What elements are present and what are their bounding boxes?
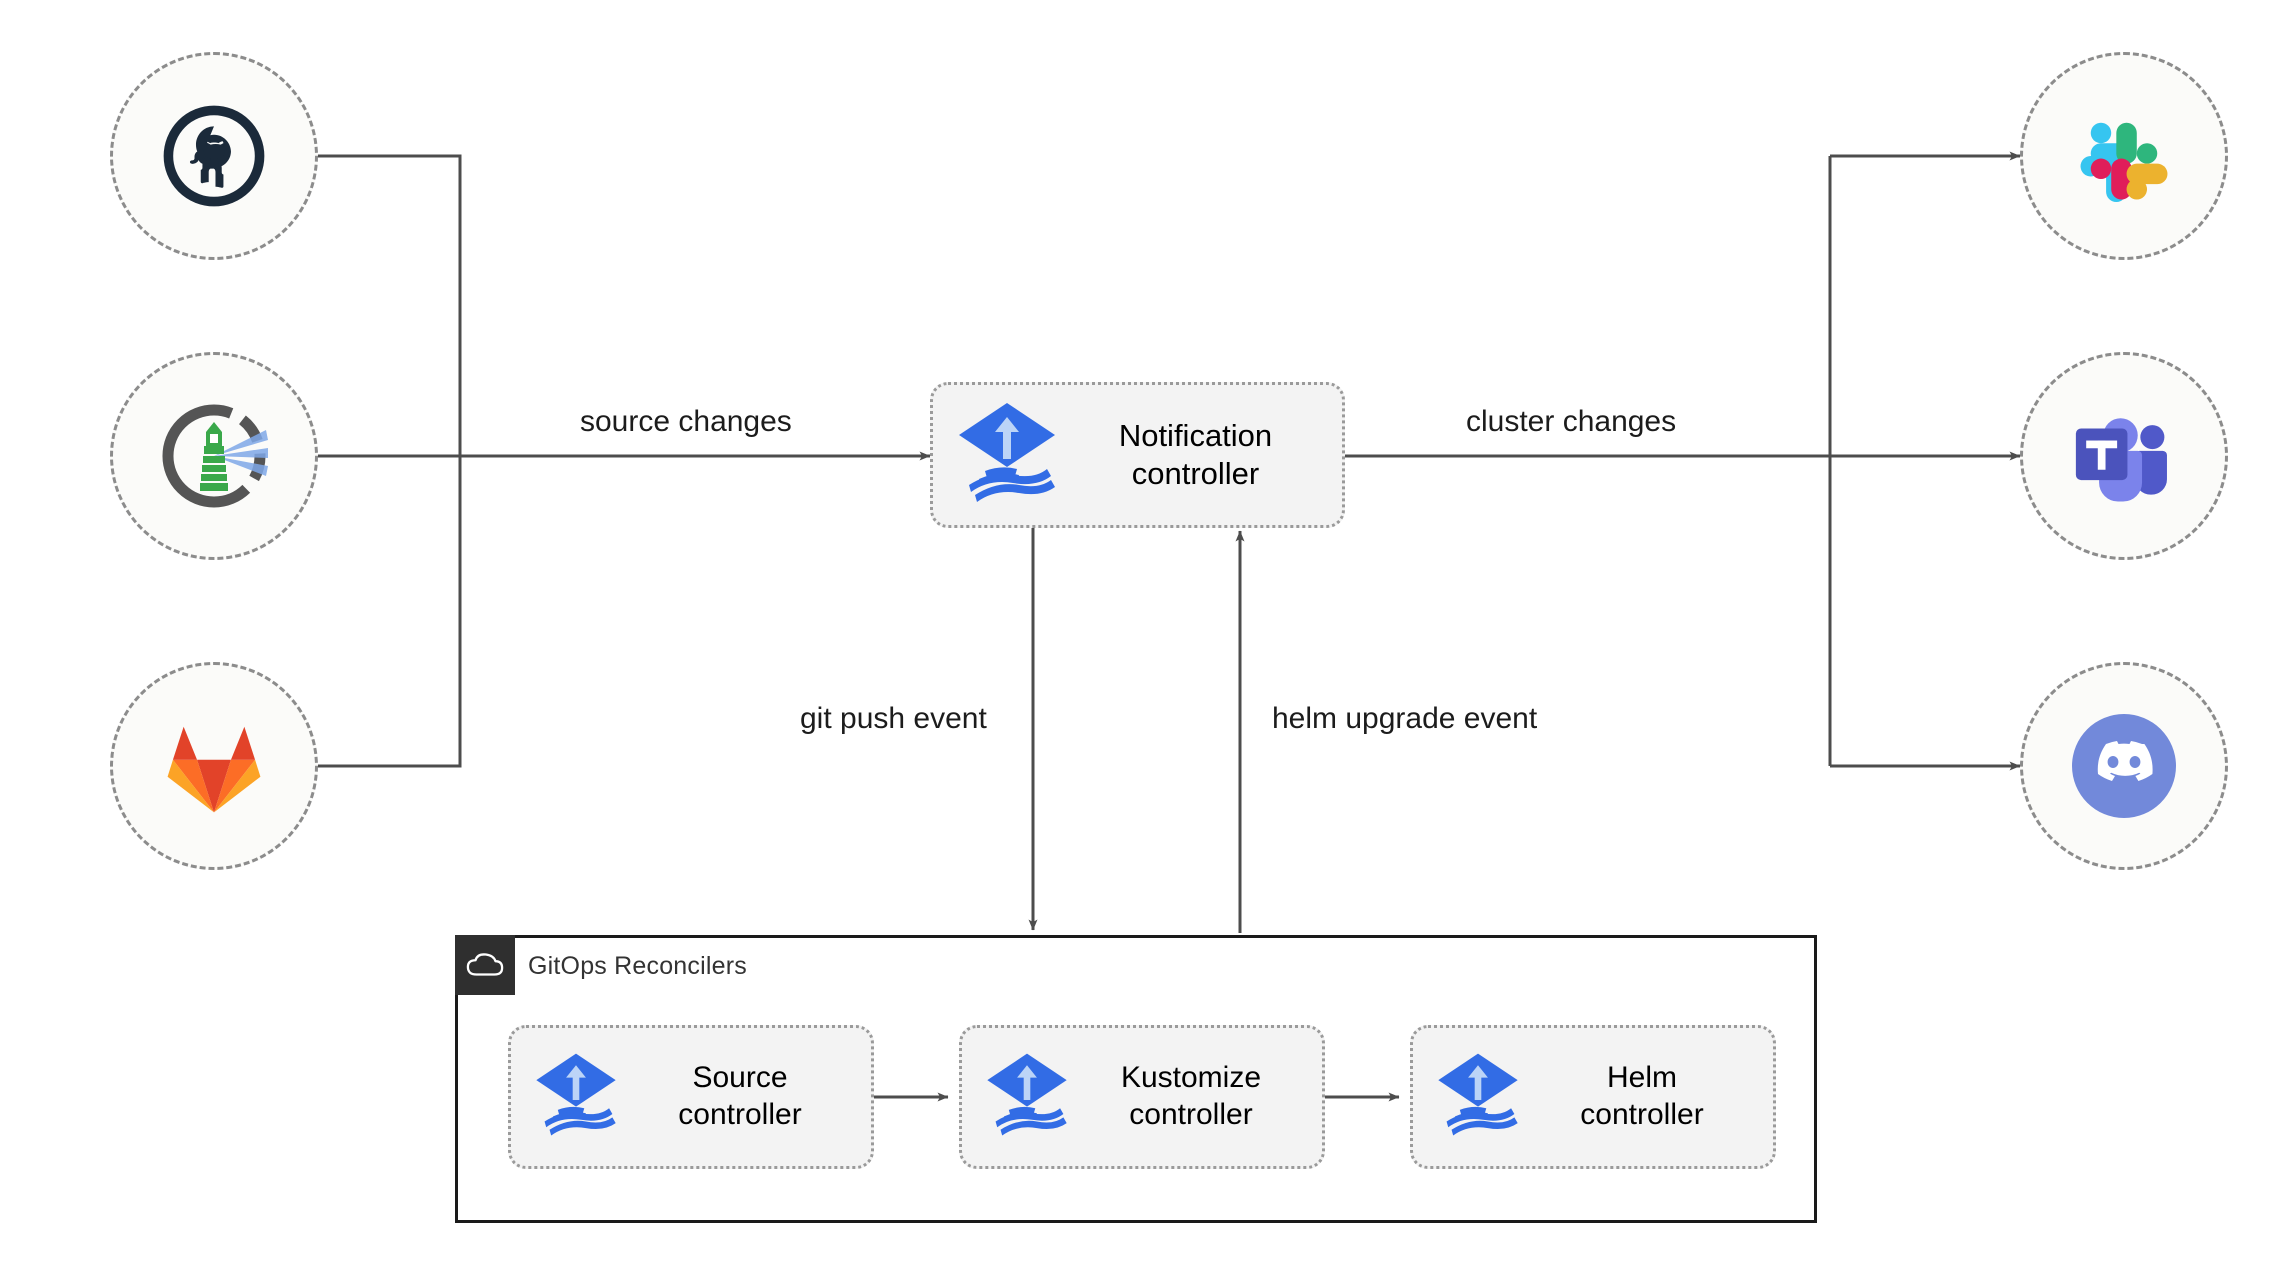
edge-label-source-changes: source changes	[580, 405, 792, 438]
kustomize-controller-card[interactable]: Kustomize controller	[959, 1025, 1325, 1169]
source-node-flux[interactable]	[110, 352, 318, 560]
notification-controller-card[interactable]: Notification controller	[930, 382, 1345, 528]
helm-controller-label: Helm controller	[1580, 1061, 1704, 1131]
destination-node-discord[interactable]	[2020, 662, 2228, 870]
kustomize-controller-label: Kustomize controller	[1120, 1061, 1262, 1131]
flux-logo-icon	[533, 1049, 619, 1146]
slack-icon	[2080, 122, 2168, 203]
flux-logo-icon	[955, 399, 1059, 512]
edge-label-cluster-changes: cluster changes	[1466, 405, 1677, 438]
notification-controller-label: Notification controller	[1118, 418, 1273, 491]
flux-lighthouse-icon	[162, 404, 268, 508]
github-icon	[163, 105, 265, 207]
source-node-github[interactable]	[110, 52, 318, 260]
flux-logo-icon	[984, 1049, 1070, 1146]
source-node-gitlab[interactable]	[110, 662, 318, 870]
source-controller-label: Source controller	[678, 1061, 802, 1131]
helm-controller-card[interactable]: Helm controller	[1410, 1025, 1776, 1169]
destination-node-slack[interactable]	[2020, 52, 2228, 260]
discord-icon	[2072, 714, 2176, 818]
edge-label-helm-upgrade-event: helm upgrade event	[1272, 702, 1538, 735]
source-controller-card[interactable]: Source controller	[508, 1025, 874, 1169]
flux-logo-icon	[1435, 1049, 1521, 1146]
edge-label-git-push-event: git push event	[800, 702, 987, 735]
cloud-icon	[455, 935, 515, 995]
destination-node-teams[interactable]	[2020, 352, 2228, 560]
gitops-reconcilers-title: GitOps Reconcilers	[528, 952, 747, 980]
microsoft-teams-icon	[2075, 418, 2167, 502]
gitops-reconcilers-container	[455, 935, 1817, 1223]
gitlab-icon	[167, 726, 261, 813]
